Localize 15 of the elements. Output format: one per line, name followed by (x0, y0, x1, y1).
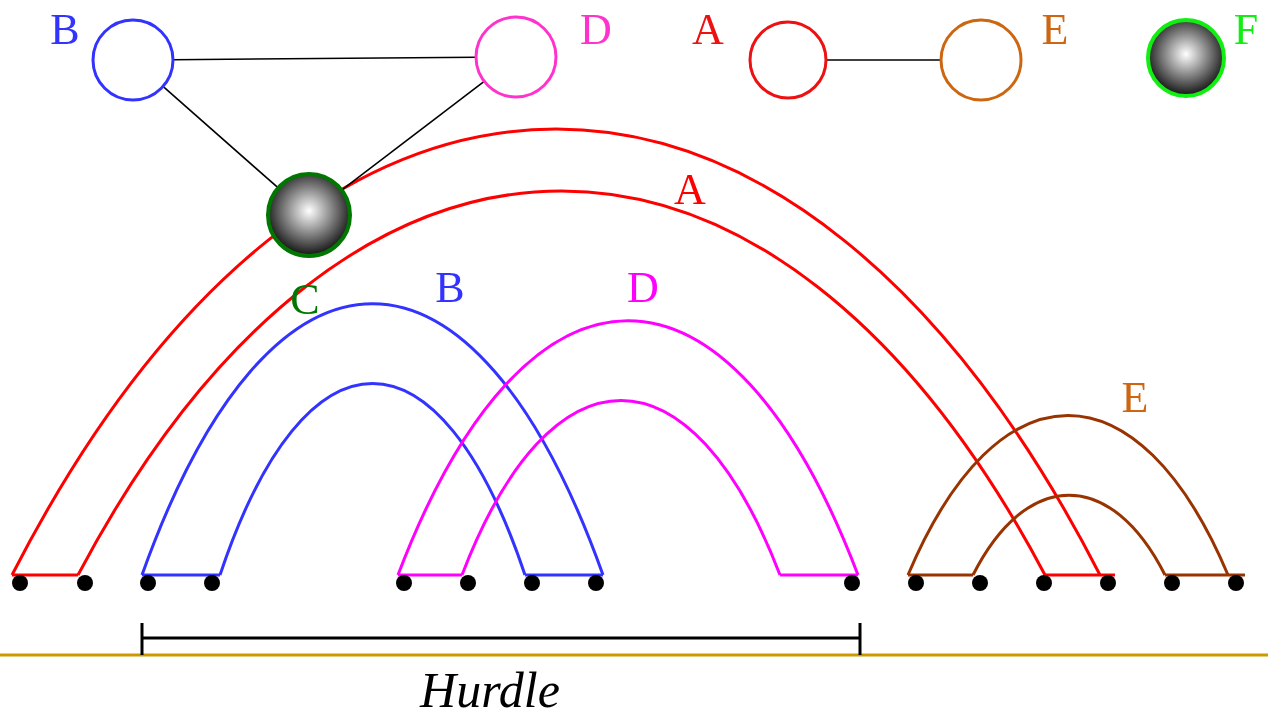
edge-line (340, 80, 485, 191)
node-label: D (580, 8, 612, 52)
edge-line (162, 85, 280, 189)
arc-label: D (627, 266, 659, 310)
edge-line (172, 56, 477, 61)
node-label: C (290, 278, 320, 322)
edge-line (825, 59, 942, 61)
node-label: B (50, 8, 80, 52)
arc-label: E (1121, 376, 1149, 420)
arc-label: B (435, 266, 465, 310)
bracket-label: Hurdle (420, 665, 560, 714)
node-label: E (1041, 8, 1069, 52)
arc-label: A (674, 168, 706, 212)
node-label: F (1233, 8, 1259, 52)
node-label: A (692, 8, 724, 52)
